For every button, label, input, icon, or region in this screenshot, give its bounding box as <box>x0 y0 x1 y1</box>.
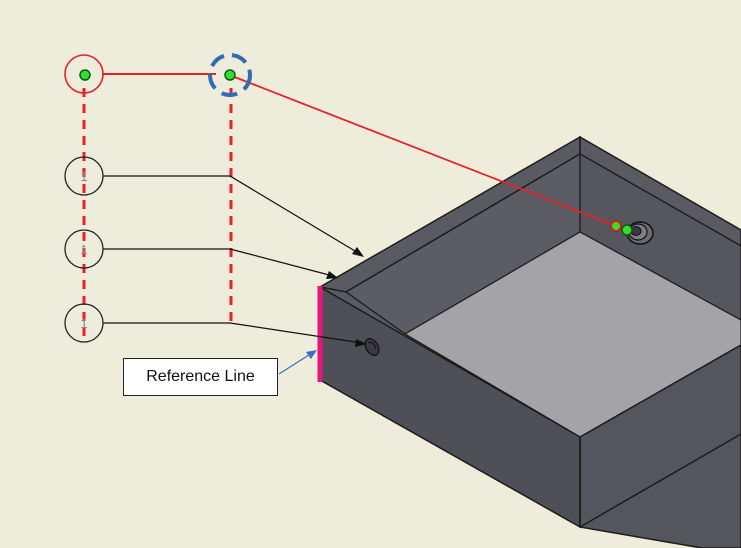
balloon-1-number: 1 <box>80 169 87 184</box>
grommet-part[interactable] <box>626 221 654 245</box>
balloon-2[interactable]: 1 <box>64 229 104 269</box>
grommet-green-point <box>621 224 633 236</box>
red-construction-lines <box>82 73 617 336</box>
balloon-3[interactable]: 1 <box>64 303 104 343</box>
box-inner-rim-edge <box>345 153 581 293</box>
grommet-red-point <box>610 220 622 232</box>
blue-selection-ring[interactable] <box>208 53 252 97</box>
box-model[interactable] <box>317 135 741 548</box>
leader-lines <box>103 175 367 347</box>
red-balloon-anchor[interactable] <box>64 54 104 94</box>
balloon-2-number: 1 <box>80 242 87 257</box>
leader-line-3 <box>103 322 363 344</box>
balloon-1[interactable]: 1 <box>64 156 104 196</box>
reference-line-callout: Reference Line <box>123 358 278 396</box>
box-bottom-edge <box>579 433 741 528</box>
blue-selection-point <box>224 69 236 81</box>
leader-line-1 <box>103 175 361 255</box>
box-back-right-wall[interactable] <box>579 135 741 247</box>
box-inner-right-wall[interactable] <box>579 152 741 321</box>
leader-arrow-3 <box>355 339 367 347</box>
leader-arrow-2 <box>326 271 338 279</box>
red-balloon-point <box>79 69 91 81</box>
callout-arrow-head <box>306 350 317 359</box>
red-diagonal-link <box>231 75 617 227</box>
box-hole-inner <box>367 341 377 350</box>
leader-line-2 <box>103 248 334 277</box>
callout-arrow-line <box>278 352 313 375</box>
leader-arrow-1 <box>352 247 364 257</box>
balloon-3-number: 1 <box>80 316 87 331</box>
